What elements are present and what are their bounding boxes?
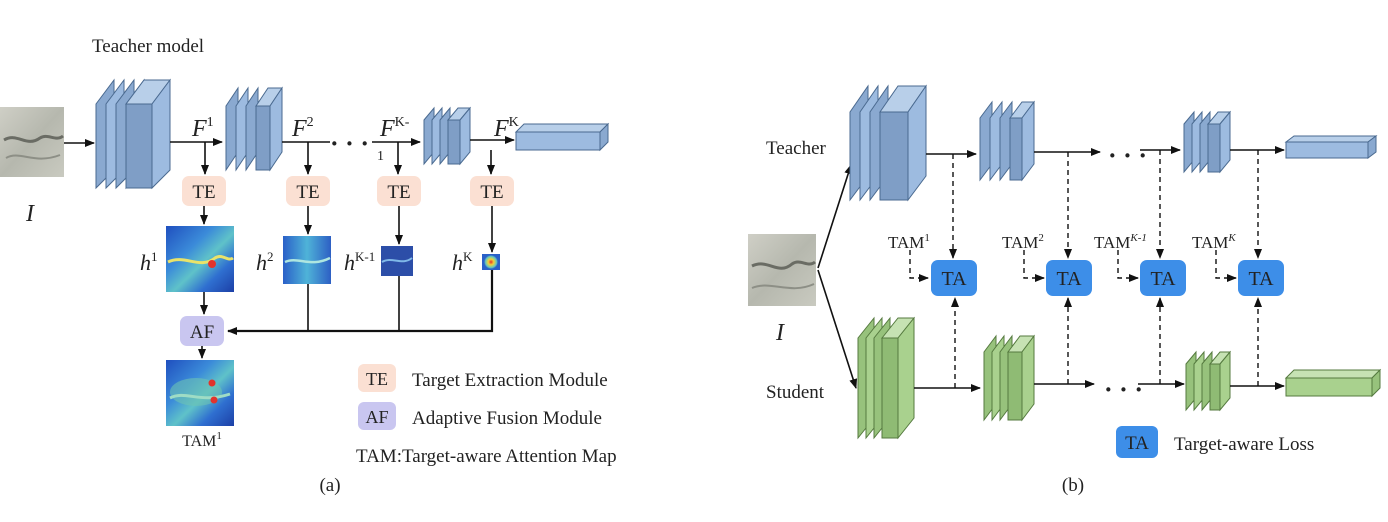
svg-text:AF: AF xyxy=(365,407,388,427)
svg-text:Target Extraction Module: Target Extraction Module xyxy=(412,370,608,391)
heatmap-h2 xyxy=(283,236,331,284)
input-label-a: I xyxy=(25,201,35,227)
svg-text:TE: TE xyxy=(296,182,319,203)
ta-box-k: TA xyxy=(1238,260,1284,296)
svg-text:TA: TA xyxy=(1125,433,1149,454)
ellipsis-a: · · · xyxy=(330,129,369,158)
te-box-4: TE xyxy=(470,176,514,206)
teacher-block-2 xyxy=(225,86,283,172)
heatmap-hk-1-label: hK-1 xyxy=(344,249,375,275)
svg-text:TA: TA xyxy=(1056,268,1082,290)
heatmap-hk-1 xyxy=(381,246,413,276)
svg-text:TA: TA xyxy=(1248,268,1274,290)
teacher-output-a xyxy=(514,122,610,152)
caption-a: (a) xyxy=(319,475,340,496)
input-label-b: I xyxy=(775,320,785,346)
af-box: AF xyxy=(180,316,224,346)
svg-text:TE: TE xyxy=(387,182,410,203)
teacher-output-b xyxy=(1284,135,1378,159)
svg-text:TA: TA xyxy=(1150,268,1176,290)
heatmap-h1-label: h1 xyxy=(140,249,158,275)
heatmap-h2-label: h2 xyxy=(256,249,274,275)
caption-b: (b) xyxy=(1062,475,1084,496)
te-box-2: TE xyxy=(286,176,330,206)
ta-box-k-1: TA xyxy=(1140,260,1186,296)
te-box-1: TE xyxy=(182,176,226,206)
student-block-b-2 xyxy=(983,334,1035,422)
heatmap-tam1 xyxy=(166,360,234,426)
feature-1-label: F1 xyxy=(191,115,214,142)
student-label: Student xyxy=(766,382,825,403)
ellipsis-b-teacher: · · · xyxy=(1108,141,1147,170)
teacher-block-b-2 xyxy=(979,100,1035,182)
legend-af: AF Adaptive Fusion Module xyxy=(358,402,602,430)
svg-text:Adaptive Fusion Module: Adaptive Fusion Module xyxy=(412,408,602,429)
svg-text:AF: AF xyxy=(190,322,214,343)
teacher-model-title: Teacher model xyxy=(92,36,204,57)
teacher-label: Teacher xyxy=(766,138,827,159)
legend-ta: TA Target-aware Loss xyxy=(1116,426,1314,458)
feature-2-label: F2 xyxy=(291,115,314,142)
ellipsis-b-student: · · · xyxy=(1104,375,1143,404)
heatmap-hk-label: hK xyxy=(452,249,473,275)
student-block-b-1 xyxy=(857,316,916,440)
svg-text:TE: TE xyxy=(480,182,503,203)
tam-label-k-1: TAMK-1 xyxy=(1094,232,1147,252)
heatmap-hk xyxy=(482,254,500,270)
legend-te: TE Target Extraction Module xyxy=(358,364,608,392)
legend-tam: TAM:Target-aware Attention Map xyxy=(356,446,617,467)
feature-k-1-sub: 1 xyxy=(377,149,384,164)
svg-text:TA: TA xyxy=(941,268,967,290)
svg-text:TE: TE xyxy=(366,369,388,389)
ta-box-1: TA xyxy=(931,260,977,296)
teacher-block-b-k xyxy=(1183,110,1232,174)
tam-label-1: TAM1 xyxy=(888,232,930,252)
feature-k-label: FK xyxy=(493,115,519,142)
student-block-b-k xyxy=(1185,350,1232,412)
ta-box-2: TA xyxy=(1046,260,1092,296)
tam1-output-label: TAM1 xyxy=(182,430,222,450)
tam-label-2: TAM2 xyxy=(1002,232,1044,252)
svg-text:TE: TE xyxy=(192,182,215,203)
input-image-b xyxy=(748,234,816,306)
teacher-block-b-1 xyxy=(849,84,927,202)
te-box-3: TE xyxy=(377,176,421,206)
teacher-block-1 xyxy=(95,78,171,190)
student-output-b xyxy=(1284,368,1382,398)
heatmap-h1 xyxy=(166,226,234,292)
svg-text:Target-aware Loss: Target-aware Loss xyxy=(1174,434,1314,455)
panel-b: Teacher Student I xyxy=(748,84,1382,496)
teacher-block-k-1 xyxy=(423,106,472,166)
panel-a: Teacher model I F1 xyxy=(0,36,617,496)
feature-k-1-label: FK- xyxy=(379,115,410,142)
tam-label-k: TAMK xyxy=(1192,232,1236,252)
input-image-a xyxy=(0,107,64,177)
